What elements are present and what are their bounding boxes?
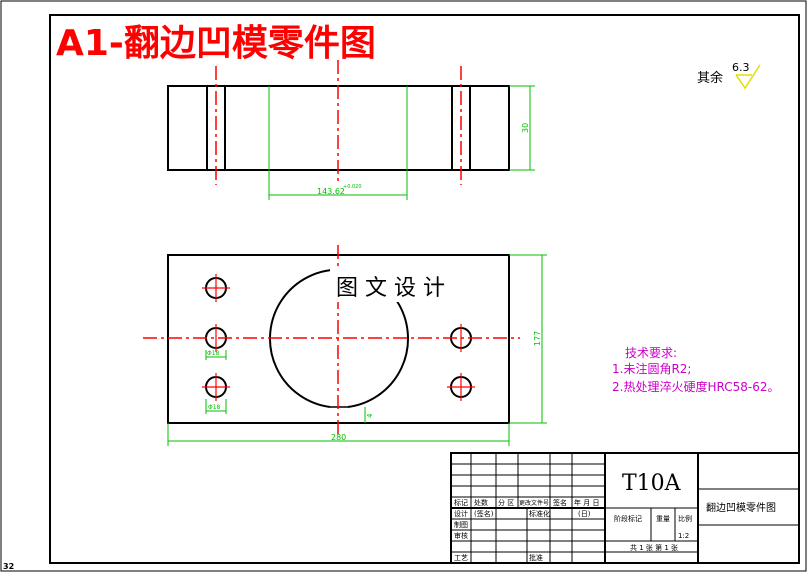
tech-item-1: 1.未注圆角R2; (612, 361, 691, 376)
scale-value: 1:2 (678, 532, 689, 540)
corner-mark: 32 (3, 562, 14, 571)
approval-label: 批准 (529, 553, 543, 562)
weight-label: 重量 (656, 515, 670, 523)
surface-finish-value: 6.3 (732, 61, 750, 74)
sign-label: (签名) (474, 509, 494, 518)
dim-hole-2: Φ18 (208, 404, 221, 411)
sign-label: (日) (578, 510, 591, 518)
technical-requirements: 技术要求: 1.未注圆角R2; 2.热处理淬火硬度HRC58-62。 (612, 346, 779, 394)
row-label: 制图 (454, 520, 468, 529)
scale-label: 比例 (678, 514, 692, 523)
roughness-symbol (735, 64, 761, 90)
dim-top-height: 30 (521, 123, 530, 133)
drawing-frame (49, 14, 800, 564)
tech-heading: 技术要求: (625, 346, 677, 360)
col-label: 更改文件号 (519, 499, 549, 507)
sheet-info: 共 1 张 第 1 张 (630, 543, 678, 552)
tech-item-2: 2.热处理淬火硬度HRC58-62。 (612, 379, 779, 394)
part-name: 翻边凹模零件图 (706, 502, 776, 514)
dim-depth: 4 (366, 413, 374, 418)
row-label: 审核 (454, 531, 468, 540)
row-label: 工艺 (454, 554, 468, 562)
dim-top-width: 143.62 (317, 187, 345, 196)
drawing-title: A1-翻边凹模零件图 (56, 23, 376, 64)
dim-bottom-height: 177 (533, 331, 542, 346)
title-block (450, 452, 800, 564)
title-block-text: T10A 翻边凹模零件图 标记 设计 制图 审核 工艺 处数 分 区 更改文件号… (454, 471, 776, 562)
surface-finish-prefix: 其余 (697, 70, 723, 86)
dim-bottom-width: 280 (331, 433, 346, 442)
col-label: 处数 (474, 498, 488, 507)
dim-top-width-tol: +0.020 (343, 184, 362, 190)
front-view: 30 143.62 +0.020 (167, 60, 535, 200)
row-label: 标记 (454, 498, 468, 507)
col-label: 签名 (553, 498, 567, 507)
stage-label: 阶段标记 (614, 514, 642, 523)
col-label: 年 月 日 (574, 498, 599, 507)
plan-view: Φ18 Φ18 4 177 280 (143, 245, 547, 446)
dim-hole: Φ18 (207, 350, 220, 357)
sign-label: 标准化 (529, 509, 550, 518)
surface-finish-note: 其余 6.3 (697, 61, 761, 90)
col-label: 分 区 (498, 498, 514, 507)
row-label: 设计 (454, 509, 468, 518)
material: T10A (622, 471, 682, 496)
watermark-text: 图 文 设 计 (336, 276, 445, 301)
